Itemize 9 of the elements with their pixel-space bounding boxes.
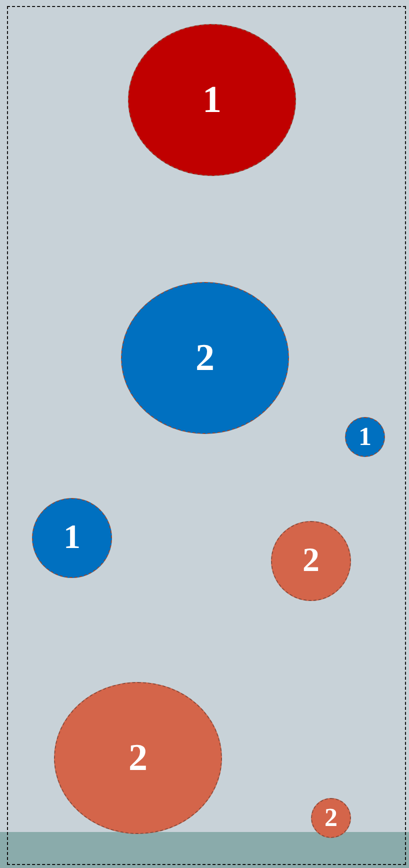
- circle-number: 2: [302, 544, 320, 578]
- circle-number: 1: [202, 81, 222, 119]
- circle-number: 1: [358, 424, 372, 450]
- circle-number: 1: [64, 521, 80, 555]
- circle-number: 2: [324, 805, 338, 831]
- circle-number: 2: [128, 739, 148, 777]
- circle: [345, 417, 385, 457]
- circle-number: 2: [196, 339, 214, 377]
- circle: [311, 798, 351, 838]
